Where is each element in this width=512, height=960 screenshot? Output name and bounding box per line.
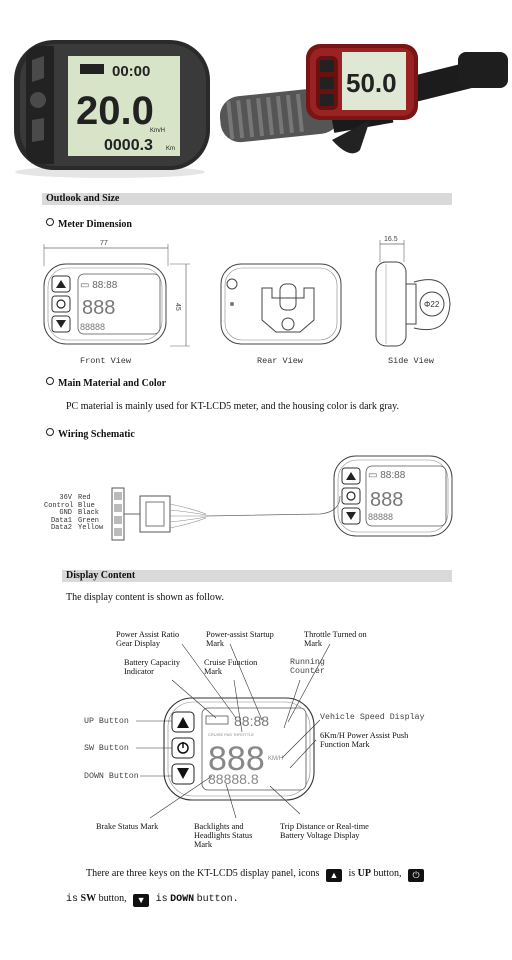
material-description: PC material is mainly used for KT-LCD5 m… bbox=[66, 401, 399, 412]
wiring-schematic-drawing: ▭ 88:88 888 88888 bbox=[111, 455, 453, 541]
subsection-main-material: Main Material and Color bbox=[46, 377, 166, 389]
dimension-width: 77 bbox=[100, 240, 108, 247]
label-backlights: Backlights and Headlights Status Mark bbox=[194, 822, 253, 849]
display-content-diagram: 88:88 CRUISE PAS THROTTLE 888 KM/H 88888… bbox=[136, 643, 331, 819]
label-battery-capacity: Battery Capacity Indicator bbox=[124, 658, 180, 676]
label-vehicle-speed: Vehicle Speed Display bbox=[320, 713, 425, 722]
label-running-counter: Running Counter bbox=[290, 658, 325, 676]
photo-lcd-on-handlebar: 50.0 bbox=[219, 0, 512, 178]
svg-text:▭ 88:88: ▭ 88:88 bbox=[368, 470, 406, 481]
display-intro-text: The display content is shown as follow. bbox=[66, 592, 224, 603]
side-view-drawing: 16.5 Φ22 bbox=[375, 236, 451, 347]
photo-right-speed-readout: 50.0 bbox=[346, 68, 397, 98]
label-down-button: DOWN Button bbox=[84, 772, 139, 781]
label-push-assist: 6Km/H Power Assist Push Function Mark bbox=[320, 731, 409, 749]
photo-left-top-readout: 00:00 bbox=[112, 63, 150, 80]
photo-left-bottom-readout: 0000.3 bbox=[104, 137, 153, 154]
section-display-content: Display Content bbox=[62, 570, 452, 582]
svg-text:88888.8: 88888.8 bbox=[208, 771, 259, 787]
label-sw-button: SW Button bbox=[84, 744, 129, 753]
rear-view-drawing bbox=[220, 263, 342, 345]
front-view-label: Front View bbox=[80, 356, 132, 366]
down-key-icon: ▼ bbox=[133, 894, 150, 907]
photo-left-speed-readout: 20.0 bbox=[76, 89, 154, 133]
label-brake-status: Brake Status Mark bbox=[96, 822, 159, 831]
label-throttle-turned-on: Throttle Turned on Mark bbox=[304, 630, 367, 648]
photo-lcd-front: 00:00 20.0 Km/H 0000.3 Km bbox=[0, 0, 218, 178]
keys-description-line2: is SW button, ▼ is DOWN button. bbox=[66, 893, 239, 907]
photo-left-speed-unit: Km/H bbox=[150, 128, 165, 134]
wiring-signal-names: 36V Control GND Data1 Data2 bbox=[44, 494, 74, 532]
label-up-button: UP Button bbox=[84, 717, 129, 726]
up-key-icon: ▲ bbox=[325, 869, 342, 882]
label-cruise-function: Cruise Function Mark bbox=[204, 658, 258, 676]
front-view-drawing: ▭ 88:88 888 88888 bbox=[43, 263, 167, 345]
label-trip-distance: Trip Distance or Real-time Battery Volta… bbox=[280, 822, 369, 840]
photo-left-bottom-unit: Km bbox=[166, 146, 175, 152]
meter-dimension-drawing: 77 45 ▭ 88:88 888 88888 16.5 bbox=[43, 236, 451, 347]
svg-text:888: 888 bbox=[370, 489, 403, 511]
rear-view-label: Rear View bbox=[257, 356, 303, 366]
subsection-meter-dimension: Meter Dimension bbox=[46, 218, 132, 230]
dimension-diameter: Φ22 bbox=[424, 300, 440, 309]
keys-description-line1: There are three keys on the KT-LCD5 disp… bbox=[86, 868, 486, 882]
svg-text:CRUISE PAS THROTTLE: CRUISE PAS THROTTLE bbox=[208, 732, 254, 737]
dimension-height: 45 bbox=[174, 303, 181, 311]
svg-text:KM/H: KM/H bbox=[268, 756, 283, 762]
section-outlook-and-size: Outlook and Size bbox=[42, 193, 452, 205]
wiring-display-drawing: ▭ 88:88 888 88888 bbox=[333, 455, 453, 537]
svg-text:888: 888 bbox=[208, 740, 265, 778]
label-power-assist-ratio: Power Assist Ratio Gear Display bbox=[116, 630, 180, 648]
svg-text:88888: 88888 bbox=[80, 322, 105, 332]
dimension-depth: 16.5 bbox=[384, 236, 398, 243]
svg-text:▭ 88:88: ▭ 88:88 bbox=[80, 280, 118, 291]
svg-text:888: 888 bbox=[82, 297, 115, 319]
svg-text:88888: 88888 bbox=[368, 512, 393, 522]
wiring-wire-colors: Red Blue Black Green Yellow bbox=[78, 494, 104, 532]
sw-key-icon: ⏻ bbox=[408, 869, 425, 882]
subsection-wiring-schematic: Wiring Schematic bbox=[46, 428, 135, 440]
label-power-assist-startup: Power-assist Startup Mark bbox=[206, 630, 274, 648]
side-view-label: Side View bbox=[388, 356, 434, 366]
